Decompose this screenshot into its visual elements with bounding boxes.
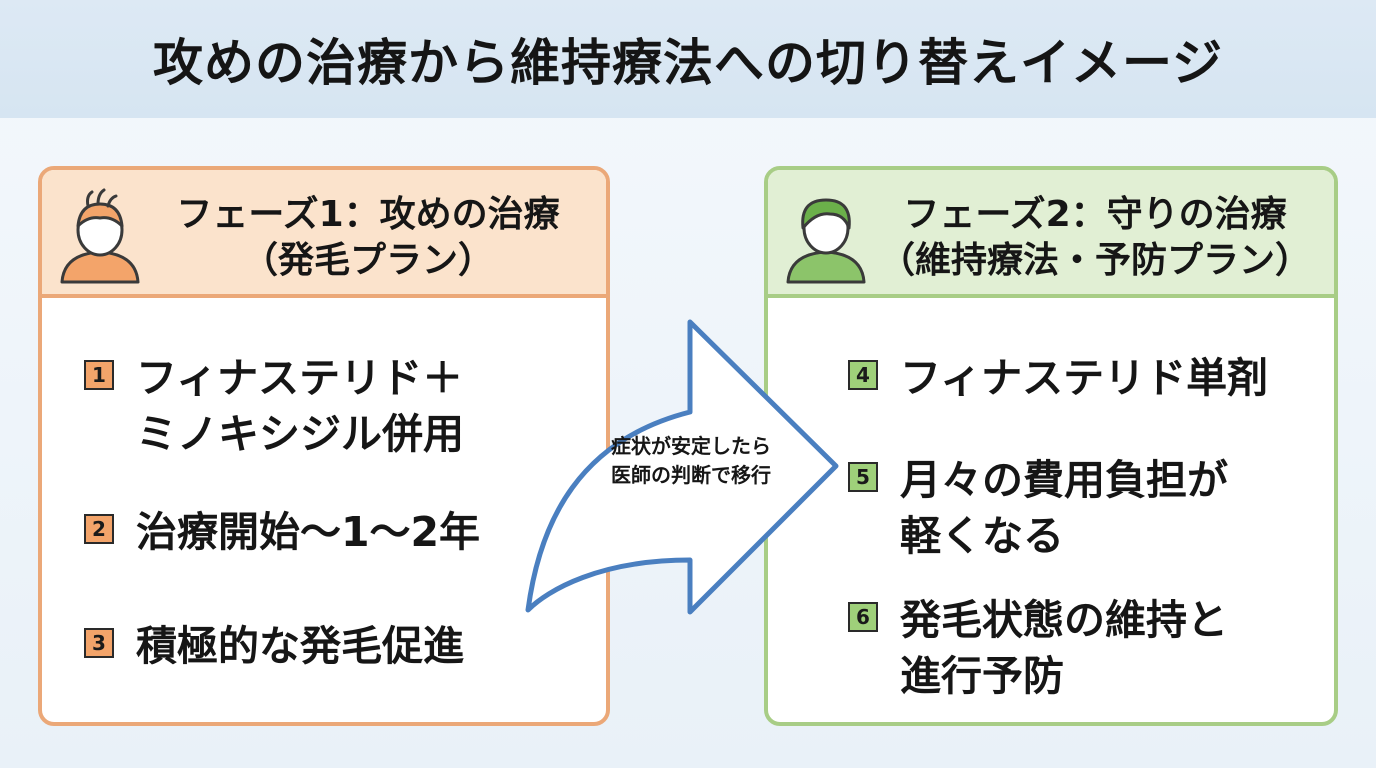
phase2-header: フェーズ2：守りの治療 （維持療法・予防プラン） — [768, 170, 1334, 298]
item-number-badge: 1 — [84, 360, 114, 390]
phase2-title-line1: フェーズ2：守りの治療 — [903, 194, 1287, 235]
phase1-header: フェーズ1：攻めの治療 （発毛プラン） — [42, 170, 606, 298]
item-text-line: 発毛状態の維持と — [900, 596, 1228, 644]
person-icon — [786, 198, 866, 284]
item-number-badge: 3 — [84, 628, 114, 658]
item-text-line: フィナステリド単剤 — [900, 354, 1269, 402]
item-number-badge: 4 — [848, 360, 878, 390]
item-text-line: 進行予防 — [900, 652, 1064, 700]
item-text-line: 軽くなる — [900, 512, 1064, 560]
item-text-line: 月々の費用負担が — [900, 456, 1228, 504]
item-text: 月々の費用負担が 軽くなる — [900, 452, 1228, 564]
item-text-line: 積極的な発毛促進 — [136, 622, 464, 670]
list-item: 2 治療開始〜1〜2年 — [84, 504, 480, 560]
phase2-panel: フェーズ2：守りの治療 （維持療法・予防プラン） 4 フィナステリド単剤 5 月… — [764, 166, 1338, 726]
transition-label: 症状が安定したら 医師の判断で移行 — [566, 432, 816, 490]
phase1-title-line1: フェーズ1：攻めの治療 — [176, 194, 560, 235]
phase1-panel: フェーズ1：攻めの治療 （発毛プラン） 1 フィナステリド＋ ミノキシジル併用 … — [38, 166, 610, 726]
transition-label-line2: 医師の判断で移行 — [611, 463, 771, 487]
list-item: 3 積極的な発毛促進 — [84, 618, 464, 674]
item-text: 積極的な発毛促進 — [136, 618, 464, 674]
list-item: 5 月々の費用負担が 軽くなる — [848, 452, 1228, 564]
item-number-badge: 6 — [848, 602, 878, 632]
item-text: フィナステリド単剤 — [900, 350, 1268, 406]
page-title: 攻めの治療から維持療法への切り替えイメージ — [153, 34, 1223, 92]
item-number-badge: 2 — [84, 514, 114, 544]
phase1-title-line2: （発毛プラン） — [241, 240, 494, 281]
person-with-hair-icon — [60, 188, 140, 284]
phase1-title: フェーズ1：攻めの治療 （発毛プラン） — [138, 192, 598, 284]
list-item: 6 発毛状態の維持と 進行予防 — [848, 592, 1228, 704]
phase2-title-line2: （維持療法・予防プラン） — [878, 240, 1311, 281]
item-text-line: ミノキシジル併用 — [136, 410, 464, 458]
item-text: 治療開始〜1〜2年 — [136, 504, 480, 560]
transition-label-line1: 症状が安定したら — [611, 434, 771, 458]
item-text: 発毛状態の維持と 進行予防 — [900, 592, 1228, 704]
title-bar: 攻めの治療から維持療法への切り替えイメージ — [0, 0, 1376, 118]
item-text-line: 治療開始〜1〜2年 — [136, 508, 481, 556]
item-number-badge: 5 — [848, 462, 878, 492]
item-text: フィナステリド＋ ミノキシジル併用 — [136, 350, 464, 462]
list-item: 4 フィナステリド単剤 — [848, 350, 1268, 406]
phase2-title: フェーズ2：守りの治療 （維持療法・予防プラン） — [864, 192, 1326, 284]
item-text-line: フィナステリド＋ — [136, 354, 464, 402]
list-item: 1 フィナステリド＋ ミノキシジル併用 — [84, 350, 464, 462]
